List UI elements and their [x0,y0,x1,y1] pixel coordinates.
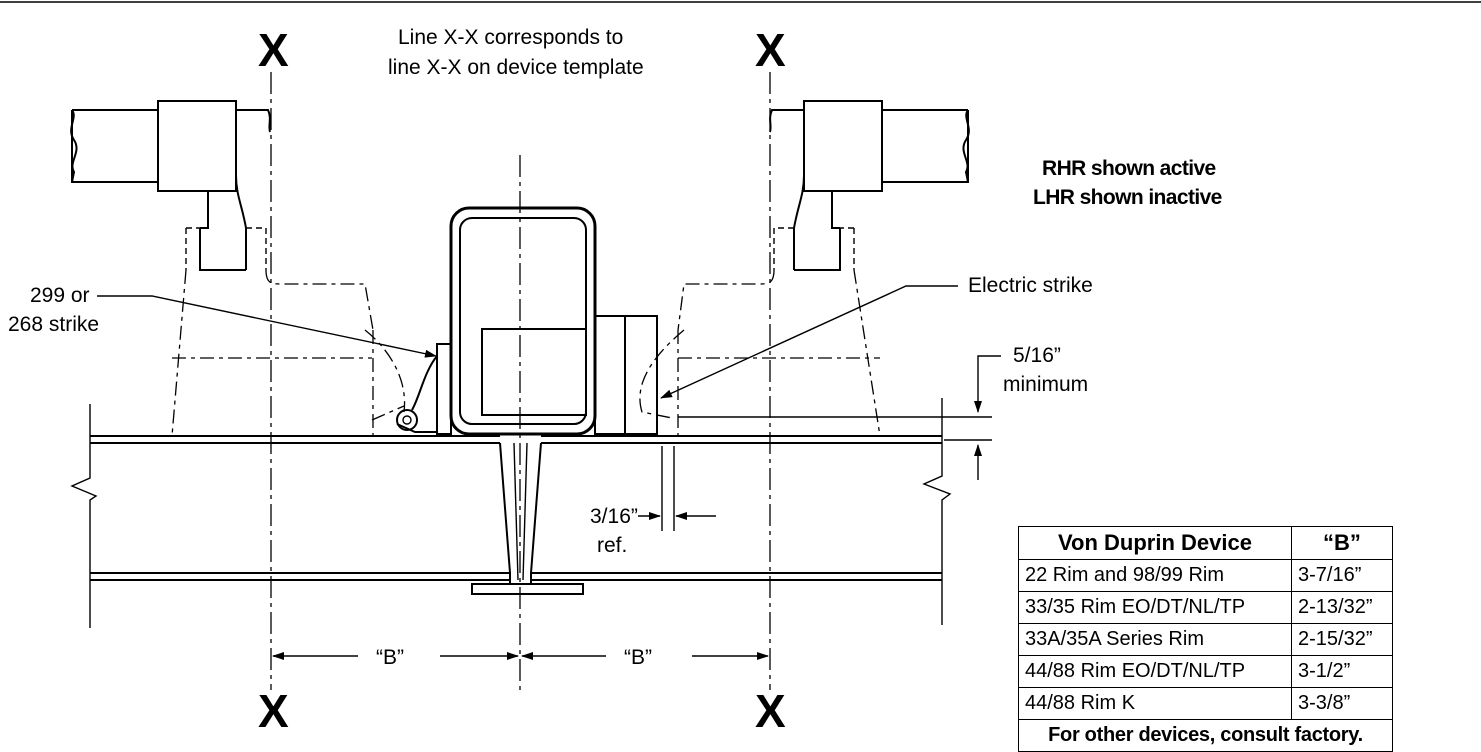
lhr-note: LHR shown inactive [1033,186,1222,209]
strike-299-label-2: 268 strike [8,313,99,336]
x-mark-top-left: X [258,24,289,76]
rhr-note: RHR shown active [1042,157,1216,180]
table-row: 33A/35A Series Rim 2-15/32” [1018,623,1393,656]
table-header-device: Von Duprin Device [1018,526,1292,560]
left-rod-assembly [70,100,406,437]
x-mark-bottom-left: X [258,685,289,737]
electric-strike-label: Electric strike [968,274,1093,297]
table-row: 33/35 Rim EO/DT/NL/TP 2-13/32” [1018,591,1393,624]
table-footer: For other devices, consult factory. [1018,719,1393,752]
min-dim-label-1: 5/16” [1013,344,1061,367]
x-mark-bottom-right: X [755,685,786,737]
b-dim-left-label: “B” [376,646,404,669]
strike-299-label-1: 299 or [30,284,90,307]
x-mark-top-right: X [755,24,786,76]
electric-strike-leader [660,285,958,399]
door-panels [70,398,952,628]
line-note-1: Line X-X corresponds to [398,26,623,49]
table-cell-b: 3-1/2” [1291,655,1393,688]
line-note-2: line X-X on device template [388,56,644,79]
mullion-body [396,206,658,436]
b-dim-right-label: “B” [624,646,652,669]
table-cell-b: 2-15/32” [1291,623,1393,656]
table-cell-b: 3-7/16” [1291,559,1393,592]
table-footer-row: For other devices, consult factory. [1018,719,1393,752]
table-header-b: “B” [1291,526,1393,560]
ref-label-1: 3/16” [590,505,638,528]
table-cell-device: 44/88 Rim EO/DT/NL/TP [1018,655,1292,688]
strike-299-leader [97,295,437,358]
b-dimension-table: Von Duprin Device “B” 22 Rim and 98/99 R… [1018,526,1393,752]
min-dim-leader [974,355,1001,413]
table-cell-device: 33/35 Rim EO/DT/NL/TP [1018,591,1292,624]
table-row: 44/88 Rim K 3-3/8” [1018,687,1393,720]
table-cell-device: 33A/35A Series Rim [1018,623,1292,656]
table-row: 22 Rim and 98/99 Rim 3-7/16” [1018,559,1393,592]
ref-label-2: ref. [597,534,627,557]
right-rod-assembly [639,100,970,437]
table-cell-device: 22 Rim and 98/99 Rim [1018,559,1292,592]
table-header-row: Von Duprin Device “B” [1018,526,1393,560]
table-cell-b: 2-13/32” [1291,591,1393,624]
table-row: 44/88 Rim EO/DT/NL/TP 3-1/2” [1018,655,1393,688]
min-dim-label-2: minimum [1003,373,1088,396]
table-cell-b: 3-3/8” [1291,687,1393,720]
table-cell-device: 44/88 Rim K [1018,687,1292,720]
